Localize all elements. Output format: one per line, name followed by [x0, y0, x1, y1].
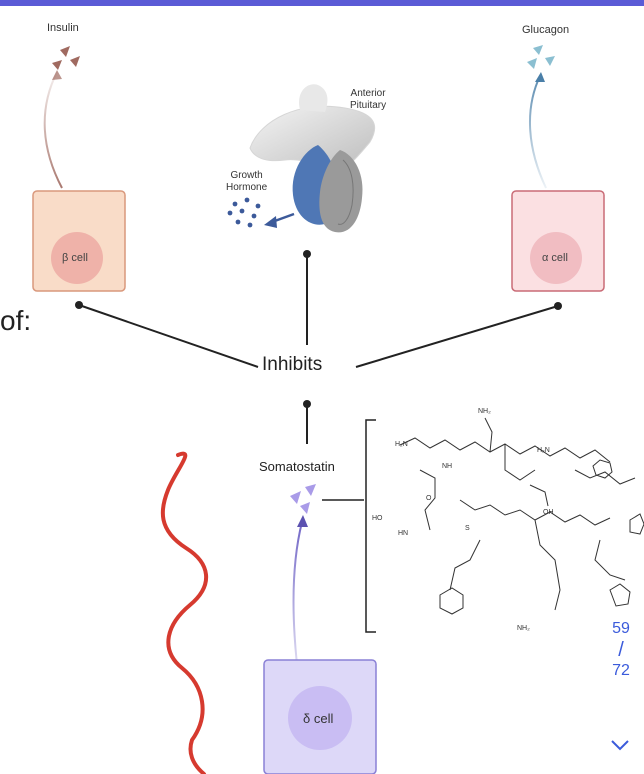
alpha-secretion-arrow: [529, 72, 547, 189]
insulin-label: Insulin: [47, 22, 79, 34]
beta-secretion-arrow: [43, 70, 63, 189]
alpha-cell: [511, 190, 605, 292]
svg-text:NH₂: NH₂: [517, 625, 530, 632]
glucagon-label: Glucagon: [522, 24, 570, 36]
somatostatin-structure: [399, 417, 644, 615]
svg-text:O: O: [426, 495, 432, 502]
delta-cell-label: δ cell: [303, 711, 334, 726]
glucagon-molecules-icon: [527, 45, 555, 69]
svg-text:HO: HO: [372, 515, 383, 522]
chevron-down-icon[interactable]: [608, 735, 632, 755]
top-accent-bar: [0, 0, 644, 6]
insulin-molecules-icon: [52, 46, 80, 70]
somatostatin-molecules-icon: [290, 484, 316, 514]
inhibits-label: Inhibits: [262, 354, 323, 375]
growth-hormone-label: Growth Hormone: [226, 170, 268, 193]
growth-hormone-molecules-icon: [227, 197, 261, 228]
svg-text:H₂N: H₂N: [395, 441, 408, 448]
alpha-cell-label: α cell: [542, 252, 568, 264]
current-slide-number: 59: [612, 620, 630, 637]
molecule-atom-labels: NH₂ H₂N H₂N NH₂ OH HO NH S HN O: [372, 408, 554, 632]
red-peptide-strand: [160, 451, 208, 774]
svg-text:NH: NH: [442, 463, 452, 470]
growth-hormone-arrow: [264, 212, 295, 228]
svg-text:NH₂: NH₂: [478, 408, 491, 415]
svg-text:H₂N: H₂N: [537, 447, 550, 454]
slide-pager: 59 / 72: [605, 618, 637, 682]
pituitary-gland-illustration: [249, 84, 376, 233]
beta-cell: [32, 190, 126, 292]
inhibition-connectors: [78, 254, 559, 444]
delta-cell: [263, 659, 377, 774]
somatostatin-label: Somatostatin: [259, 459, 335, 474]
beta-cell-label: β cell: [62, 252, 88, 264]
molecule-bracket: [365, 419, 376, 633]
total-slide-number: 72: [612, 662, 630, 679]
svg-text:HN: HN: [398, 530, 408, 537]
svg-text:S: S: [465, 525, 470, 532]
anterior-pituitary-label: Anterior Pituitary: [350, 88, 387, 111]
connector-dots: [75, 250, 562, 408]
partial-slide-text: of:: [0, 305, 32, 336]
pager-separator: /: [618, 639, 624, 661]
svg-text:OH: OH: [543, 509, 554, 516]
